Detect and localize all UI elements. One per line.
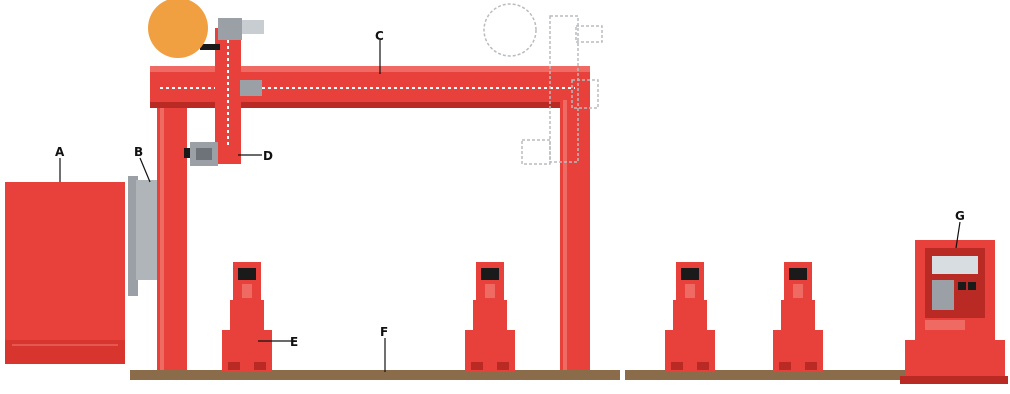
label-d: D [263,149,273,163]
rotator-stand [665,262,715,372]
label-c: C [375,29,384,43]
leader-lines [59,40,961,372]
control-panel-icon [900,240,1008,384]
label-b: B [134,145,143,159]
rotator-stand [222,262,272,372]
label-g: G [955,209,965,223]
rotator-stand [465,262,515,372]
label-f: F [380,325,388,339]
label-a: A [55,145,65,159]
rotator-stand [773,262,823,372]
welding-head-icon [184,142,238,166]
power-source-cabinet [5,182,125,364]
base-rail-extension [625,370,915,380]
ghost-carriage-outline [483,3,603,165]
base-rail [130,370,620,380]
orange-badge [148,0,208,58]
label-e: E [290,335,298,349]
vertical-carriage [200,18,264,164]
